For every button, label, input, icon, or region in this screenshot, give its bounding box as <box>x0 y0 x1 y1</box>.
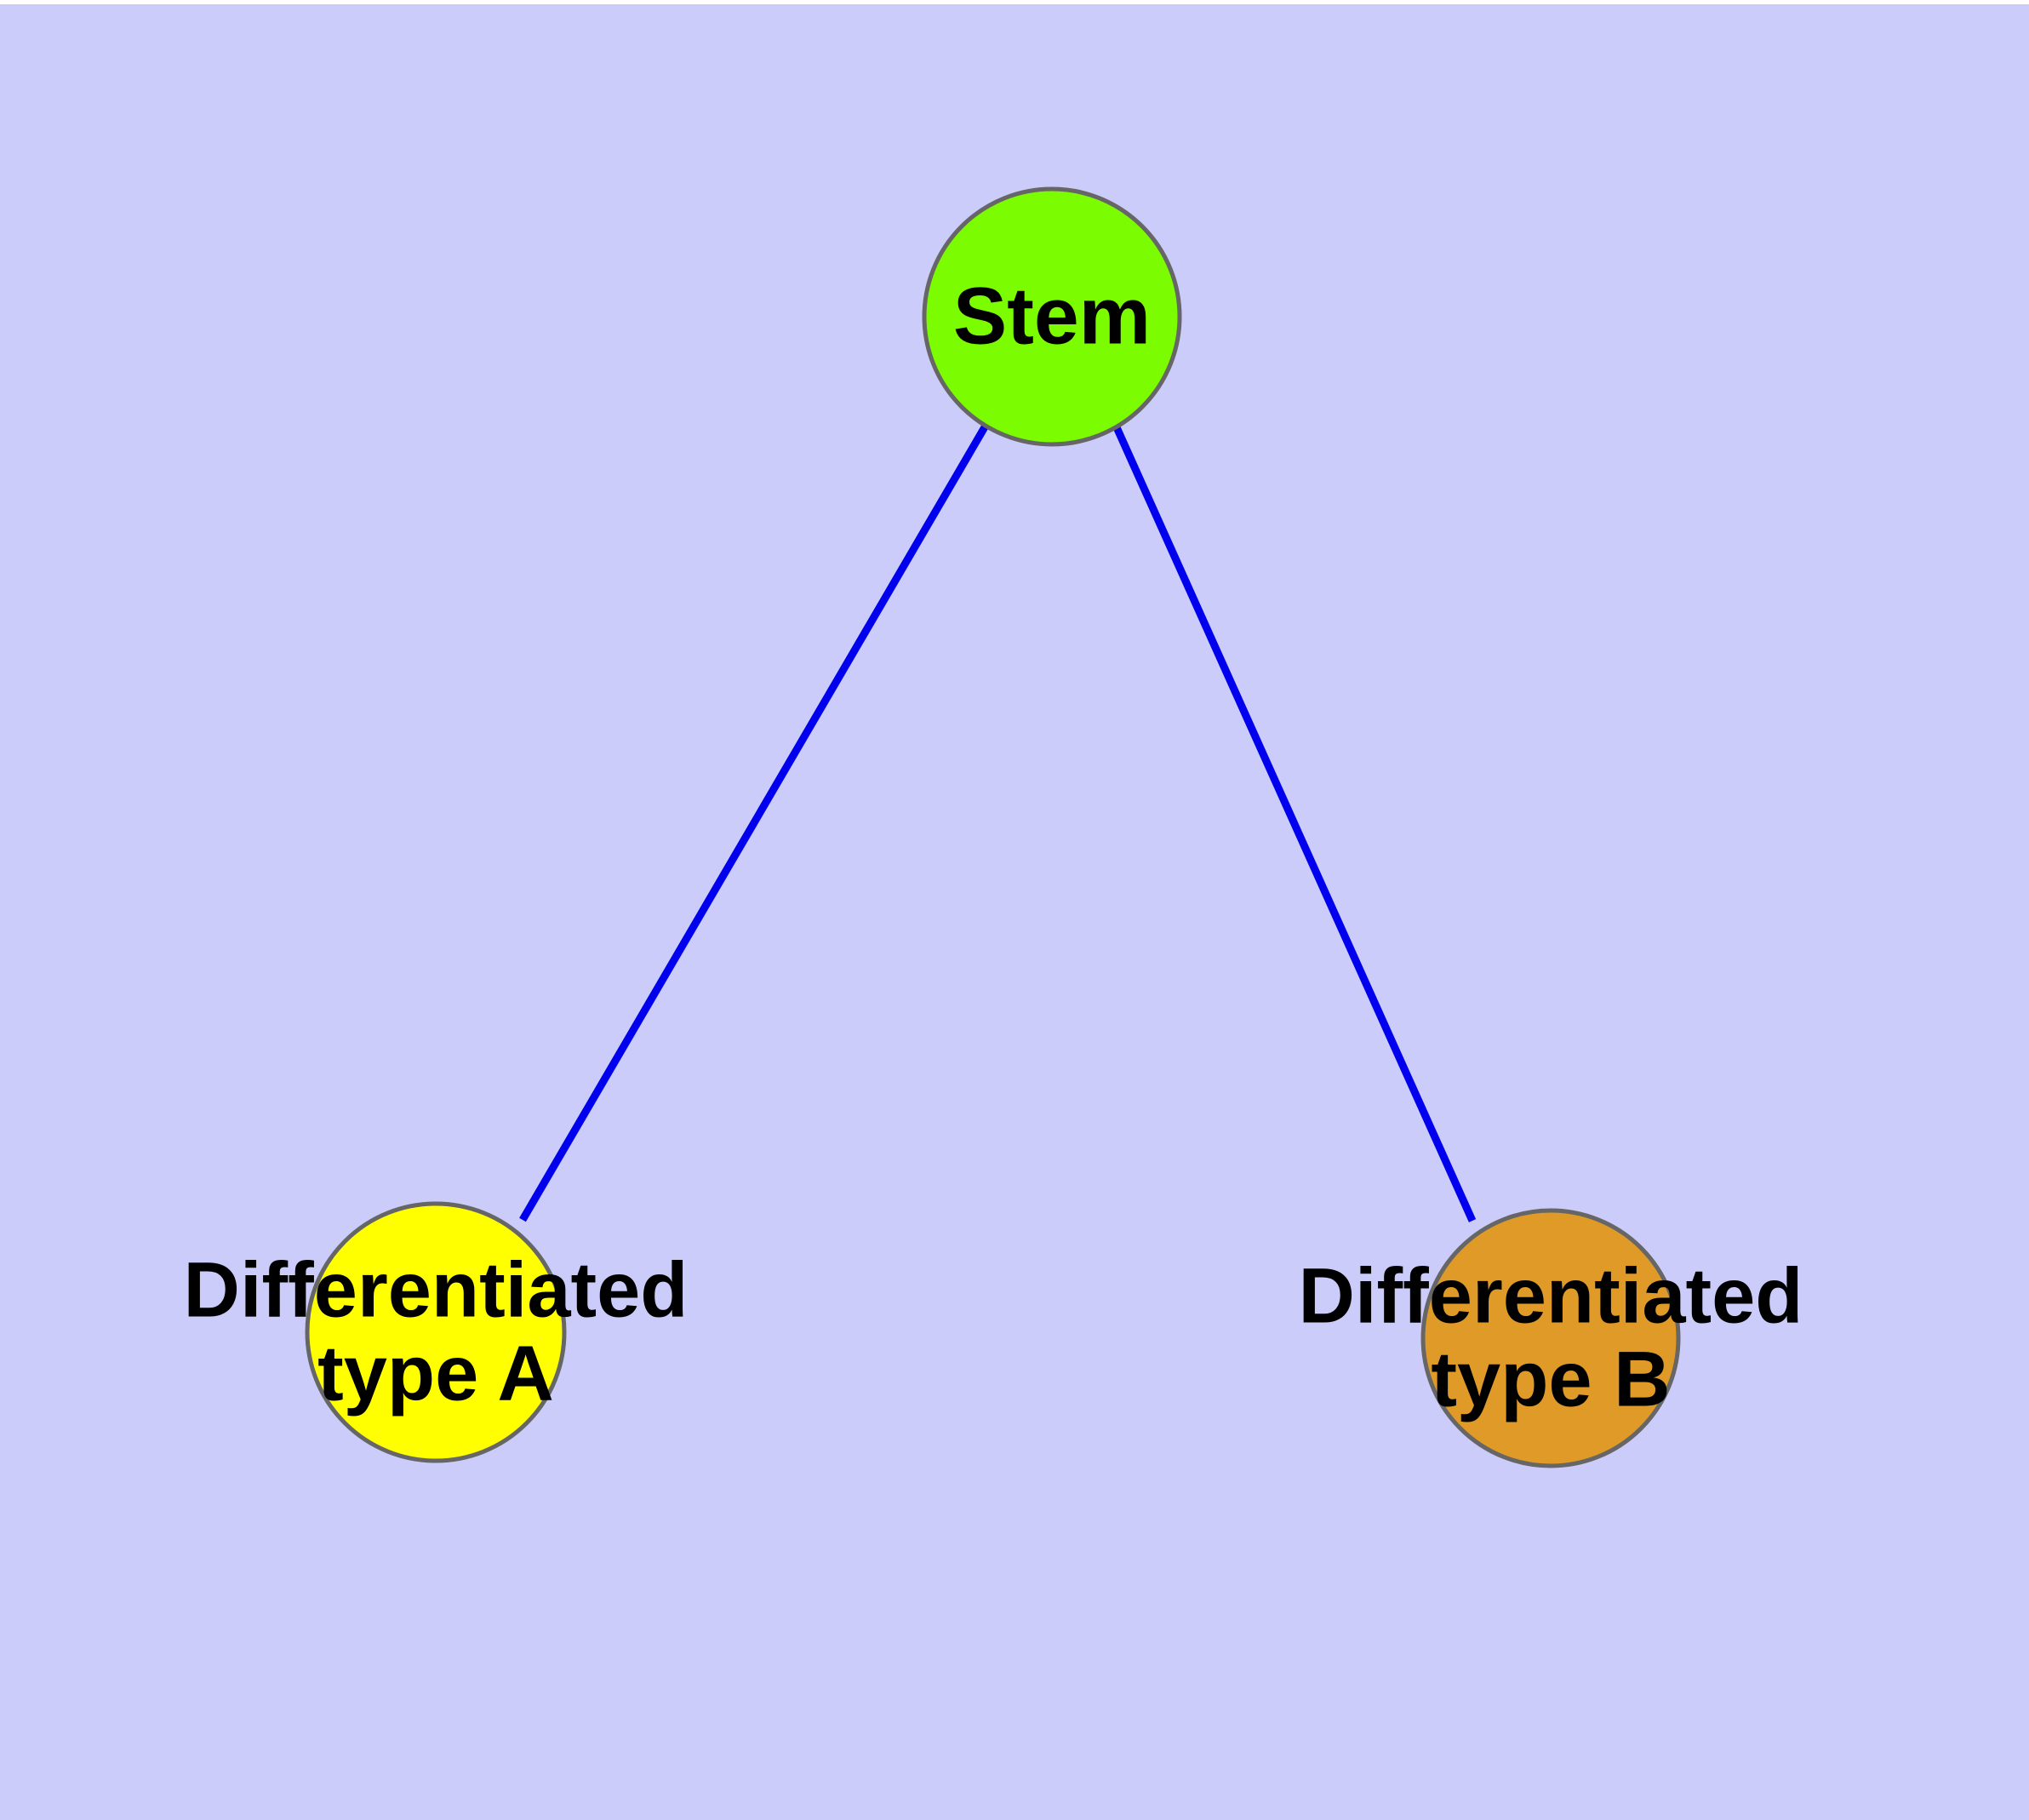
node-layer <box>305 186 1681 1468</box>
node-stem[interactable] <box>922 186 1182 447</box>
edge-layer <box>519 423 1477 1222</box>
node-differentiated-type-a[interactable] <box>305 1201 567 1463</box>
edge-stem-to-diff-a <box>519 423 989 1222</box>
node-differentiated-type-b[interactable] <box>1420 1208 1681 1468</box>
edge-stem-to-diff-b <box>1112 426 1477 1222</box>
